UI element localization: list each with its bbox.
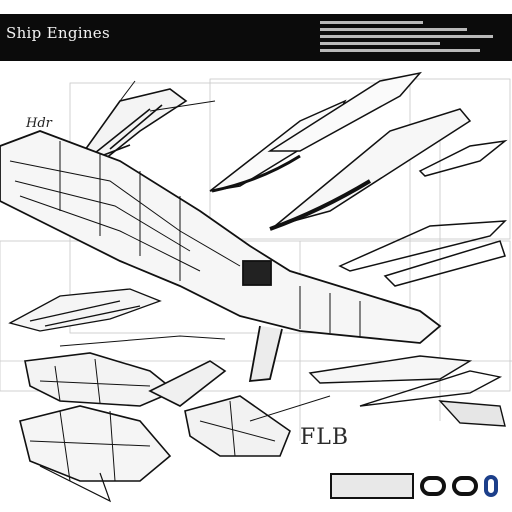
header-notes-block (320, 17, 508, 57)
concept-sketch-sheet (0, 71, 512, 503)
handwritten-label: Hdr (26, 116, 52, 131)
header-bar: Ship Engines (0, 14, 512, 61)
logo-block (330, 473, 414, 499)
logo-ring-icon (452, 476, 478, 496)
spaceship-sketch-icon (8, 288, 226, 347)
bottom-logo (330, 472, 506, 500)
spaceship-sketch-icon (78, 80, 216, 164)
spaceship-sketch-icon (209, 71, 508, 287)
spaceship-sketch-icon (0, 130, 442, 383)
spaceship-sketch-icon (249, 355, 506, 427)
handwritten-caption: FLB (300, 425, 350, 450)
spaceship-sketch-icon (19, 352, 291, 503)
logo-ring-icon (420, 476, 446, 496)
sheet-title: Ship Engines (6, 24, 110, 42)
logo-s-icon (484, 475, 498, 497)
